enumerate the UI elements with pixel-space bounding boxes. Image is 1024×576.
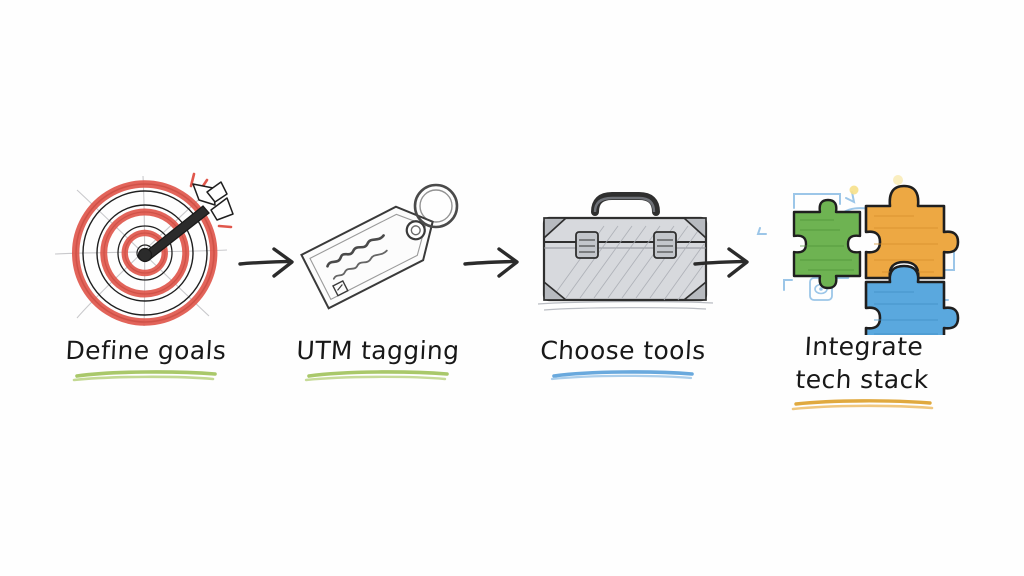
step-label-4: Integrate tech stack (748, 330, 978, 411)
arrow-1 (238, 243, 300, 283)
step-define-goals[interactable]: Define goals (31, 0, 261, 576)
step-label-text: Integrate tech stack (794, 332, 930, 394)
label-underline-1 (72, 370, 217, 382)
step-integrate-tech-stack[interactable]: Integrate tech stack (748, 0, 978, 576)
label-underline-4 (791, 399, 934, 411)
luggage-tag-icon (263, 170, 493, 330)
step-label-text: Choose tools (539, 336, 707, 365)
step-choose-tools[interactable]: Choose tools (508, 0, 738, 576)
label-underline-2 (304, 370, 449, 382)
step-label-2: UTM tagging (263, 334, 493, 382)
puzzle-pieces-icon (748, 150, 978, 352)
arrow-3 (693, 243, 755, 283)
step-label-3: Choose tools (508, 334, 738, 382)
target-bullseye-with-arrow-icon (31, 170, 261, 330)
step-utm-tagging[interactable]: UTM tagging (263, 0, 493, 576)
step-label-1: Define goals (31, 334, 261, 382)
toolbox-case-icon (508, 170, 738, 330)
arrow-2 (463, 243, 525, 283)
label-underline-3 (550, 370, 694, 381)
step-label-text: UTM tagging (295, 336, 461, 365)
step-label-text: Define goals (64, 336, 228, 365)
